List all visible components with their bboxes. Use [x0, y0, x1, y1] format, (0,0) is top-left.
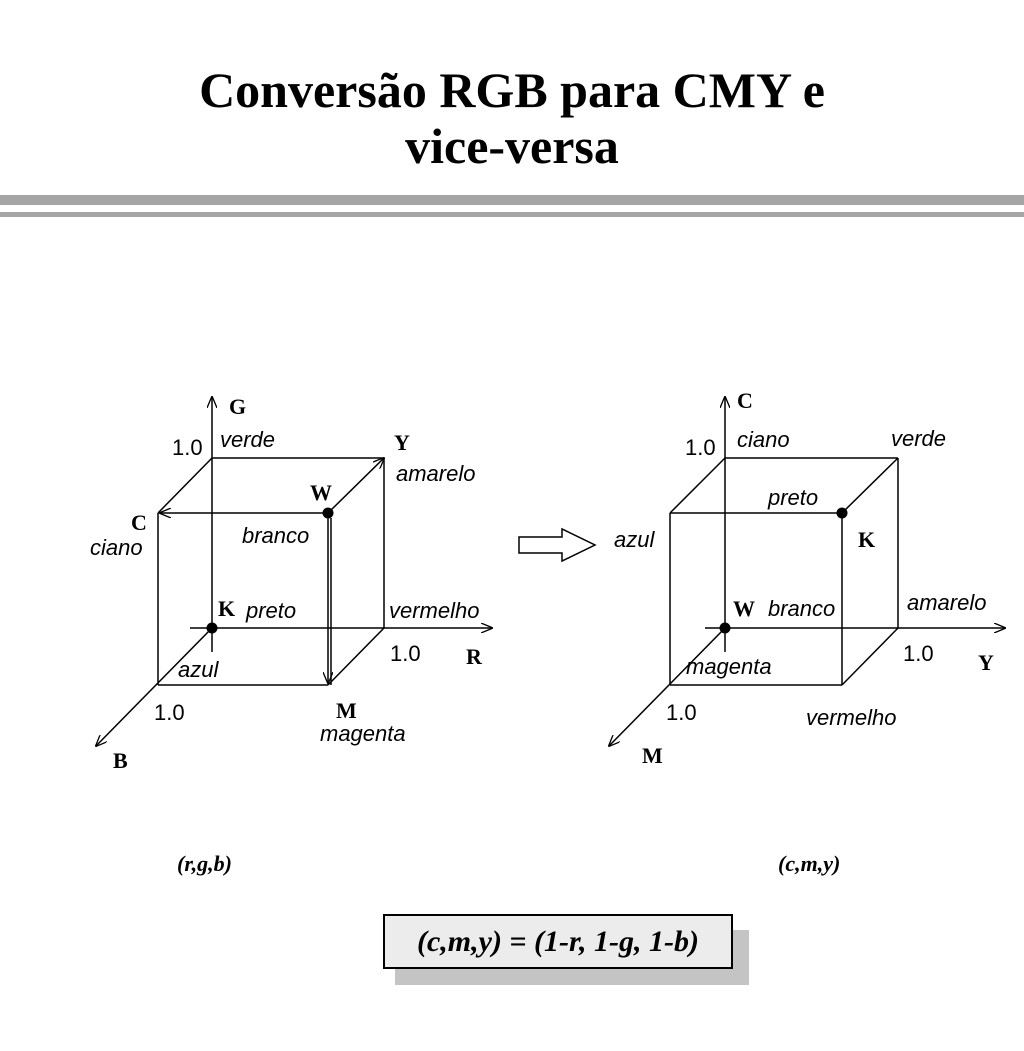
- rgb-axis-g-label: G: [229, 394, 246, 419]
- rgb-amarelo-label: amarelo: [396, 461, 475, 486]
- rgb-caption: (r,g,b): [177, 851, 232, 876]
- cmy-verde-label: verde: [891, 426, 946, 451]
- rgb-branco-label: branco: [242, 523, 309, 548]
- cmy-edge: [841, 457, 899, 514]
- color-cube-diagram: G R B 1.0 1.0 1.0 verde Y amarelo W bran…: [90, 388, 1024, 876]
- rgb-vermelho-label: vermelho: [389, 598, 479, 623]
- cmy-m-axis: [609, 627, 726, 746]
- rgb-k-letter: K: [218, 596, 235, 621]
- cmy-edge: [841, 627, 899, 686]
- rgb-white-to-yellow-arrow: [327, 458, 384, 514]
- cmy-edge: [669, 457, 726, 514]
- cmy-tick-c: 1.0: [685, 435, 716, 460]
- rgb-cube: [96, 397, 492, 746]
- cmy-w-letter: W: [733, 596, 755, 621]
- rgb-cube-labels: G R B 1.0 1.0 1.0 verde Y amarelo W bran…: [90, 394, 483, 876]
- title-line-2: vice-versa: [405, 118, 619, 174]
- rgb-verde-label: verde: [220, 427, 275, 452]
- cmy-tick-m: 1.0: [666, 700, 697, 725]
- rgb-axis-r-label: R: [466, 644, 483, 669]
- cmy-ciano-label: ciano: [737, 427, 790, 452]
- cmy-black-point: [836, 507, 848, 519]
- cmy-axis-m-label: M: [642, 743, 663, 768]
- rgb-axis-b-label: B: [113, 748, 128, 773]
- cmy-white-point: [719, 622, 731, 634]
- rgb-c-letter: C: [131, 510, 147, 535]
- cmy-cube-labels: C Y M 1.0 1.0 1.0 ciano verde preto K az…: [614, 388, 994, 876]
- cmy-amarelo-label: amarelo: [907, 590, 986, 615]
- cmy-azul-label: azul: [614, 527, 655, 552]
- rgb-preto-label: preto: [245, 598, 296, 623]
- rgb-w-letter: W: [310, 480, 332, 505]
- cmy-vermelho-label: vermelho: [806, 705, 896, 730]
- cmy-axis-y-label: Y: [978, 650, 994, 675]
- rgb-white-point: [322, 507, 334, 519]
- slide-title: Conversão RGB para CMY e vice-versa: [0, 62, 1024, 174]
- rgb-black-point: [206, 622, 218, 634]
- rgb-edge: [327, 627, 385, 686]
- formula-text: (c,m,y) = (1-r, 1-g, 1-b): [416, 925, 699, 958]
- cmy-magenta-label: magenta: [686, 654, 772, 679]
- cmy-branco-label: branco: [768, 596, 835, 621]
- rgb-tick-b: 1.0: [154, 700, 185, 725]
- rgb-tick-g: 1.0: [172, 435, 203, 460]
- rgb-b-axis: [96, 627, 213, 746]
- cmy-cube: [609, 397, 1005, 746]
- formula-box: (c,m,y) = (1-r, 1-g, 1-b): [383, 914, 733, 969]
- conversion-arrow-icon: [518, 527, 597, 563]
- rgb-tick-r: 1.0: [390, 641, 421, 666]
- cmy-preto-label: preto: [767, 485, 818, 510]
- rgb-y-letter: Y: [394, 430, 410, 455]
- title-rule-thick: [0, 195, 1024, 205]
- cmy-axis-c-label: C: [737, 388, 753, 413]
- rgb-magenta-label: magenta: [320, 721, 406, 746]
- cmy-caption: (c,m,y): [778, 851, 840, 876]
- cmy-tick-y: 1.0: [903, 641, 934, 666]
- cmy-k-letter: K: [858, 527, 875, 552]
- rgb-edge: [157, 457, 213, 514]
- title-rule-thin: [0, 212, 1024, 217]
- rgb-ciano-label: ciano: [90, 535, 143, 560]
- rgb-m-letter: M: [336, 698, 357, 723]
- title-line-1: Conversão RGB para CMY e: [199, 62, 825, 118]
- rgb-azul-label: azul: [178, 657, 219, 682]
